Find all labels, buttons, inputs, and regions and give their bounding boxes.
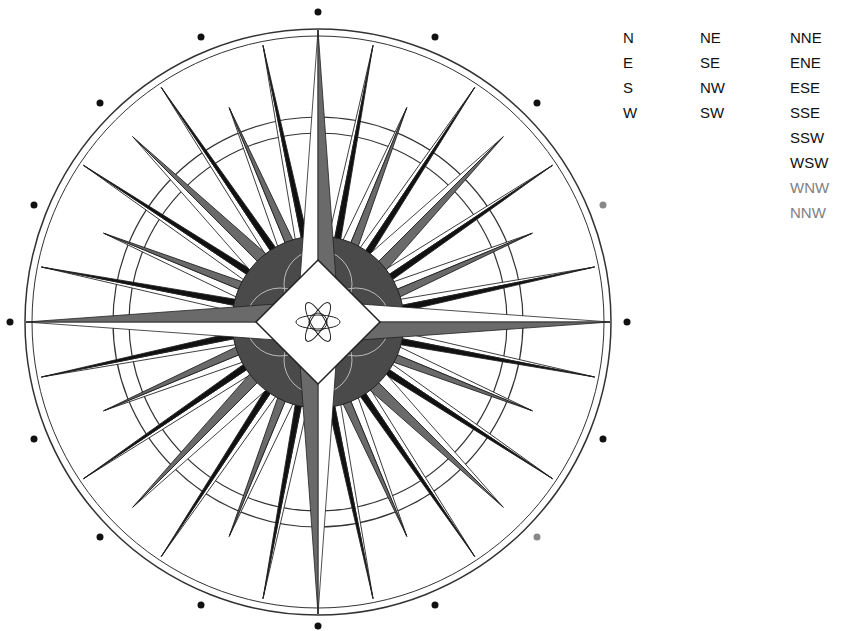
rose-body bbox=[25, 29, 611, 615]
direction-label: N bbox=[623, 29, 634, 47]
sun-petal bbox=[301, 299, 335, 344]
dot bbox=[31, 202, 38, 209]
dot bbox=[315, 9, 322, 16]
dot bbox=[31, 436, 38, 443]
direction-label: SSE bbox=[790, 104, 820, 122]
dot bbox=[432, 602, 439, 609]
direction-label: E bbox=[623, 54, 633, 72]
direction-label: ESE bbox=[790, 79, 820, 97]
dot bbox=[198, 602, 205, 609]
sun-petal bbox=[301, 299, 335, 344]
direction-label: ENE bbox=[790, 54, 821, 72]
dot bbox=[600, 436, 607, 443]
direction-label: S bbox=[623, 79, 633, 97]
direction-label: NW bbox=[700, 79, 725, 97]
direction-label: SE bbox=[700, 54, 720, 72]
direction-label: WSW bbox=[790, 154, 828, 172]
dot bbox=[624, 319, 631, 326]
direction-label: WNW bbox=[790, 179, 829, 197]
dot bbox=[432, 34, 439, 41]
direction-label: SW bbox=[700, 104, 724, 122]
dot bbox=[7, 319, 14, 326]
dot bbox=[534, 100, 541, 107]
outer-dots bbox=[7, 9, 631, 630]
direction-label: NE bbox=[700, 29, 721, 47]
direction-label: NNE bbox=[790, 29, 822, 47]
dot bbox=[534, 534, 541, 541]
direction-label: SSW bbox=[790, 129, 824, 147]
outer-ring bbox=[25, 29, 611, 615]
sun-emblem bbox=[296, 299, 340, 344]
center-diamond bbox=[256, 260, 380, 384]
dot bbox=[198, 34, 205, 41]
cardinal-points bbox=[26, 30, 610, 614]
direction-label: W bbox=[623, 104, 637, 122]
dot bbox=[97, 100, 104, 107]
sun-petal bbox=[296, 315, 340, 329]
center-lobes bbox=[246, 250, 390, 394]
direction-label: NNW bbox=[790, 204, 826, 222]
dot bbox=[315, 623, 322, 630]
dot bbox=[97, 534, 104, 541]
dot bbox=[600, 202, 607, 209]
center-disc bbox=[232, 236, 404, 408]
